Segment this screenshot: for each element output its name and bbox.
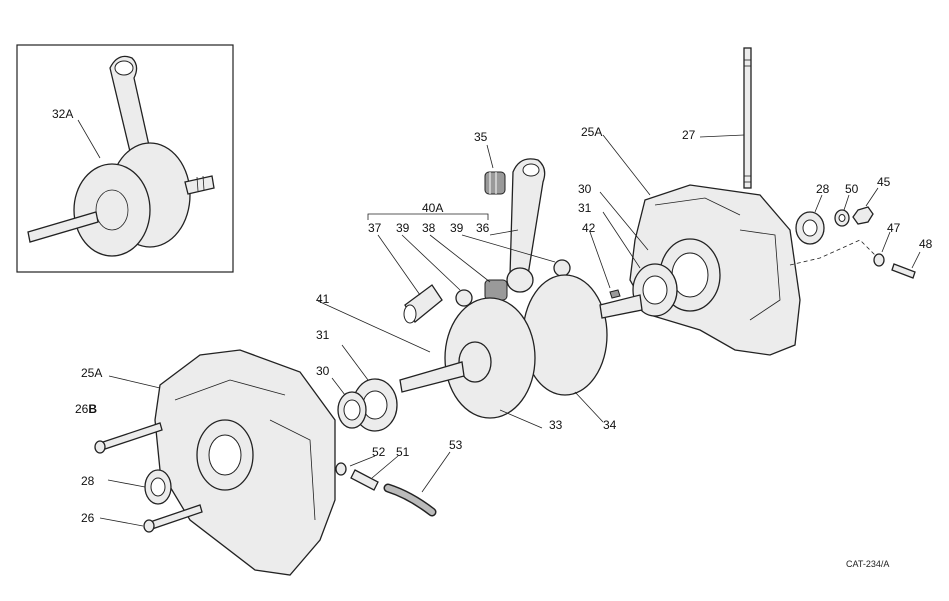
leader-34 (574, 391, 604, 423)
callout-28-right: 28 (816, 182, 830, 196)
leader-31-left (341, 344, 369, 381)
callout-50: 50 (845, 182, 859, 196)
screw-48 (891, 263, 916, 279)
callout-41: 41 (316, 292, 330, 306)
leader-26 (99, 517, 144, 527)
leader-37 (377, 234, 421, 296)
leader-28-left (107, 479, 146, 488)
leader-25A-top (602, 134, 651, 196)
crank-half-33 (399, 297, 536, 419)
callout-42: 42 (582, 221, 596, 235)
leader-42 (589, 231, 611, 289)
needle-bearing-38 (484, 279, 508, 301)
bolt-26 (143, 504, 203, 533)
callout-40A: 40A (422, 201, 444, 215)
leader-47 (881, 231, 891, 253)
callout-38: 38 (422, 221, 436, 235)
circlip-39-left (455, 289, 473, 307)
stud-27 (743, 47, 752, 189)
leader-48 (911, 251, 921, 269)
callout-30-right: 30 (578, 182, 592, 196)
leader-33 (499, 409, 543, 429)
fitting-51 (350, 469, 379, 491)
nut-45 (852, 206, 874, 225)
leader-36 (489, 229, 519, 236)
callout-26B-number: 26 (75, 402, 89, 416)
washer-47 (873, 253, 885, 267)
leader-41 (317, 300, 431, 353)
leader-50 (843, 194, 850, 211)
leader-30-right (599, 191, 649, 251)
callout-28-left: 28 (81, 474, 95, 488)
callout-51: 51 (396, 445, 410, 459)
callout-37: 37 (368, 221, 382, 235)
leader-27 (699, 134, 745, 138)
leader-52 (349, 455, 376, 467)
leader-35 (486, 144, 494, 169)
leader-30-left (331, 377, 346, 396)
callout-25A-top: 25A (581, 125, 603, 139)
callout-31-left: 31 (316, 328, 330, 342)
circlip-39-right (553, 259, 571, 277)
seal-30-left (337, 391, 367, 429)
figure-code: CAT-234/A (846, 559, 890, 569)
callout-26: 26 (81, 511, 95, 525)
bolt-26B (94, 422, 163, 454)
inset-crankshaft (27, 55, 215, 257)
callout-26B: 26B (75, 403, 97, 415)
callout-26B-letter: B (88, 402, 98, 416)
callout-35: 35 (474, 130, 488, 144)
leader-31-right (602, 211, 641, 269)
dashed-assembly-line (789, 239, 876, 266)
callout-34: 34 (603, 418, 617, 432)
callout-48: 48 (919, 237, 933, 251)
leader-53 (421, 451, 451, 493)
callout-39-a: 39 (396, 221, 410, 235)
callout-52: 52 (372, 445, 386, 459)
callout-33: 33 (549, 418, 563, 432)
leader-38 (429, 234, 491, 283)
callout-25A-left: 25A (81, 366, 103, 380)
leader-32A (77, 119, 101, 159)
callout-47: 47 (887, 221, 901, 235)
leader-28-right (814, 194, 823, 213)
leader-25A-left (108, 375, 161, 389)
bracket-40A (367, 213, 489, 220)
callout-53: 53 (449, 438, 463, 452)
leader-45 (865, 187, 879, 207)
crank-half-34 (522, 274, 643, 396)
crankcase-left (154, 349, 336, 576)
pin-37 (403, 284, 443, 324)
callout-27: 27 (682, 128, 696, 142)
bearing-right (632, 263, 678, 317)
leader-51 (371, 455, 399, 479)
callout-45: 45 (877, 175, 891, 189)
callout-36: 36 (476, 221, 490, 235)
callout-31-right: 31 (578, 201, 592, 215)
washer-52 (335, 462, 347, 476)
leader-39-b (461, 234, 556, 263)
callout-32A: 32A (52, 107, 74, 121)
callout-30-left: 30 (316, 364, 330, 378)
conrod-36 (506, 158, 546, 293)
callout-39-b: 39 (450, 221, 464, 235)
key-42 (609, 289, 621, 299)
needle-bearing-35 (484, 171, 506, 195)
leader-39-a (401, 234, 461, 291)
